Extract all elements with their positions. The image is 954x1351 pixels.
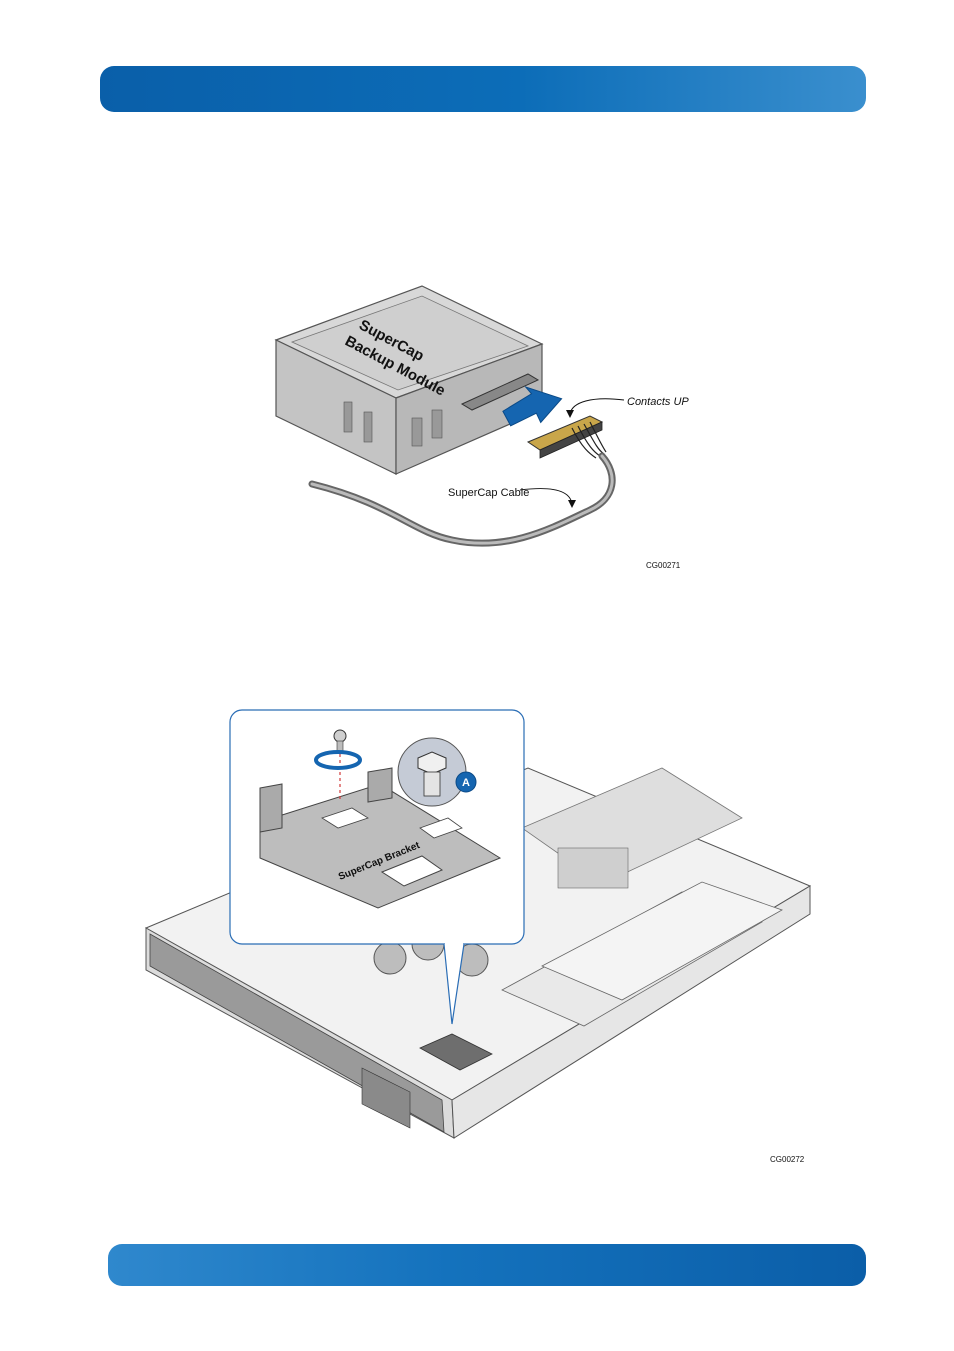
screw-detail-icon	[417, 751, 447, 797]
supercap-module-illustration	[274, 285, 544, 475]
rotate-arrow-icon	[314, 750, 362, 770]
screw-icon	[333, 729, 347, 754]
figure-supercap-module: SuperCap Backup Module Contacts UP Super…	[272, 278, 692, 574]
supercap-bracket-illustration	[259, 767, 502, 909]
contacts-up-label: Contacts UP	[627, 396, 689, 408]
insert-arrow-icon	[502, 385, 563, 427]
figure-id-1: CG00271	[646, 561, 681, 570]
supercap-cable-label: SuperCap Cable	[448, 487, 529, 499]
figure-supercap-bracket: SuperCap Bracket A CG00272	[142, 708, 812, 1168]
figure-id-2: CG00272	[770, 1155, 805, 1164]
footer-band	[108, 1244, 866, 1286]
callout-letter: A	[462, 777, 470, 789]
callout-badge	[455, 771, 477, 793]
header-band	[100, 66, 866, 112]
cable-connector-illustration	[526, 415, 607, 459]
